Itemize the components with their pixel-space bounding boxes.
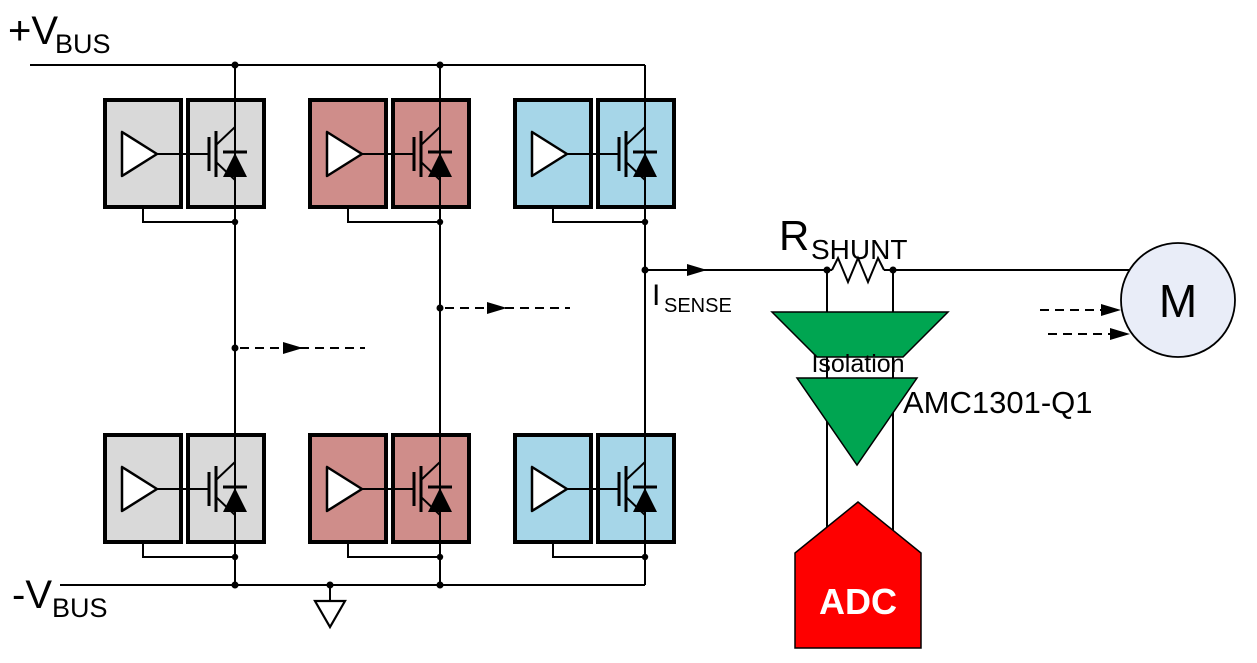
phase-b-arrow-icon: [487, 302, 507, 314]
rshunt-label: R: [779, 212, 809, 259]
vbus-positive-subscript: BUS: [55, 29, 111, 59]
junction-dot: [436, 581, 444, 589]
isolator-part-number: AMC1301-Q1: [903, 385, 1093, 420]
junction-dot: [326, 581, 334, 589]
isolation-label: Isolation: [811, 350, 904, 378]
junction-dot: [231, 61, 239, 69]
phase-c-low-side-cell: [513, 433, 676, 563]
junction-dot: [641, 266, 649, 274]
junction-dot: [231, 344, 239, 352]
motor-arrow-icon-1: [1101, 304, 1121, 316]
phase-c-high-side-cell: [513, 98, 676, 228]
isense-subscript: SENSE: [664, 295, 732, 317]
junction-dot: [889, 266, 897, 274]
isolation-amp-top-shape: [770, 311, 950, 358]
ground-icon: [313, 599, 347, 630]
phase-a-arrow-icon: [283, 342, 303, 354]
shunt-resistor-icon: [831, 255, 885, 285]
junction-dot: [823, 266, 831, 274]
isense-label: I: [652, 279, 660, 312]
motor-circle: [1120, 242, 1236, 358]
vbus-positive-label: +V: [8, 9, 58, 53]
junction-dot: [436, 61, 444, 69]
phase-b-low-side-cell: [308, 433, 471, 563]
isolation-amp-bottom-shape: [795, 377, 919, 467]
vbus-negative-subscript: BUS: [52, 593, 108, 623]
phase-b-high-side-cell: [308, 98, 471, 228]
junction-dot: [436, 304, 444, 312]
junction-dot: [231, 581, 239, 589]
phase-a-high-side-cell: [103, 98, 266, 228]
isense-arrow-icon: [687, 264, 707, 276]
rshunt-subscript: SHUNT: [811, 234, 907, 265]
motor-arrow-icon-2: [1110, 328, 1130, 340]
adc-label: ADC: [819, 581, 897, 622]
adc-block: [794, 501, 922, 649]
phase-a-low-side-cell: [103, 433, 266, 563]
vbus-negative-label: -V: [12, 573, 52, 617]
motor-label: M: [1159, 275, 1197, 327]
